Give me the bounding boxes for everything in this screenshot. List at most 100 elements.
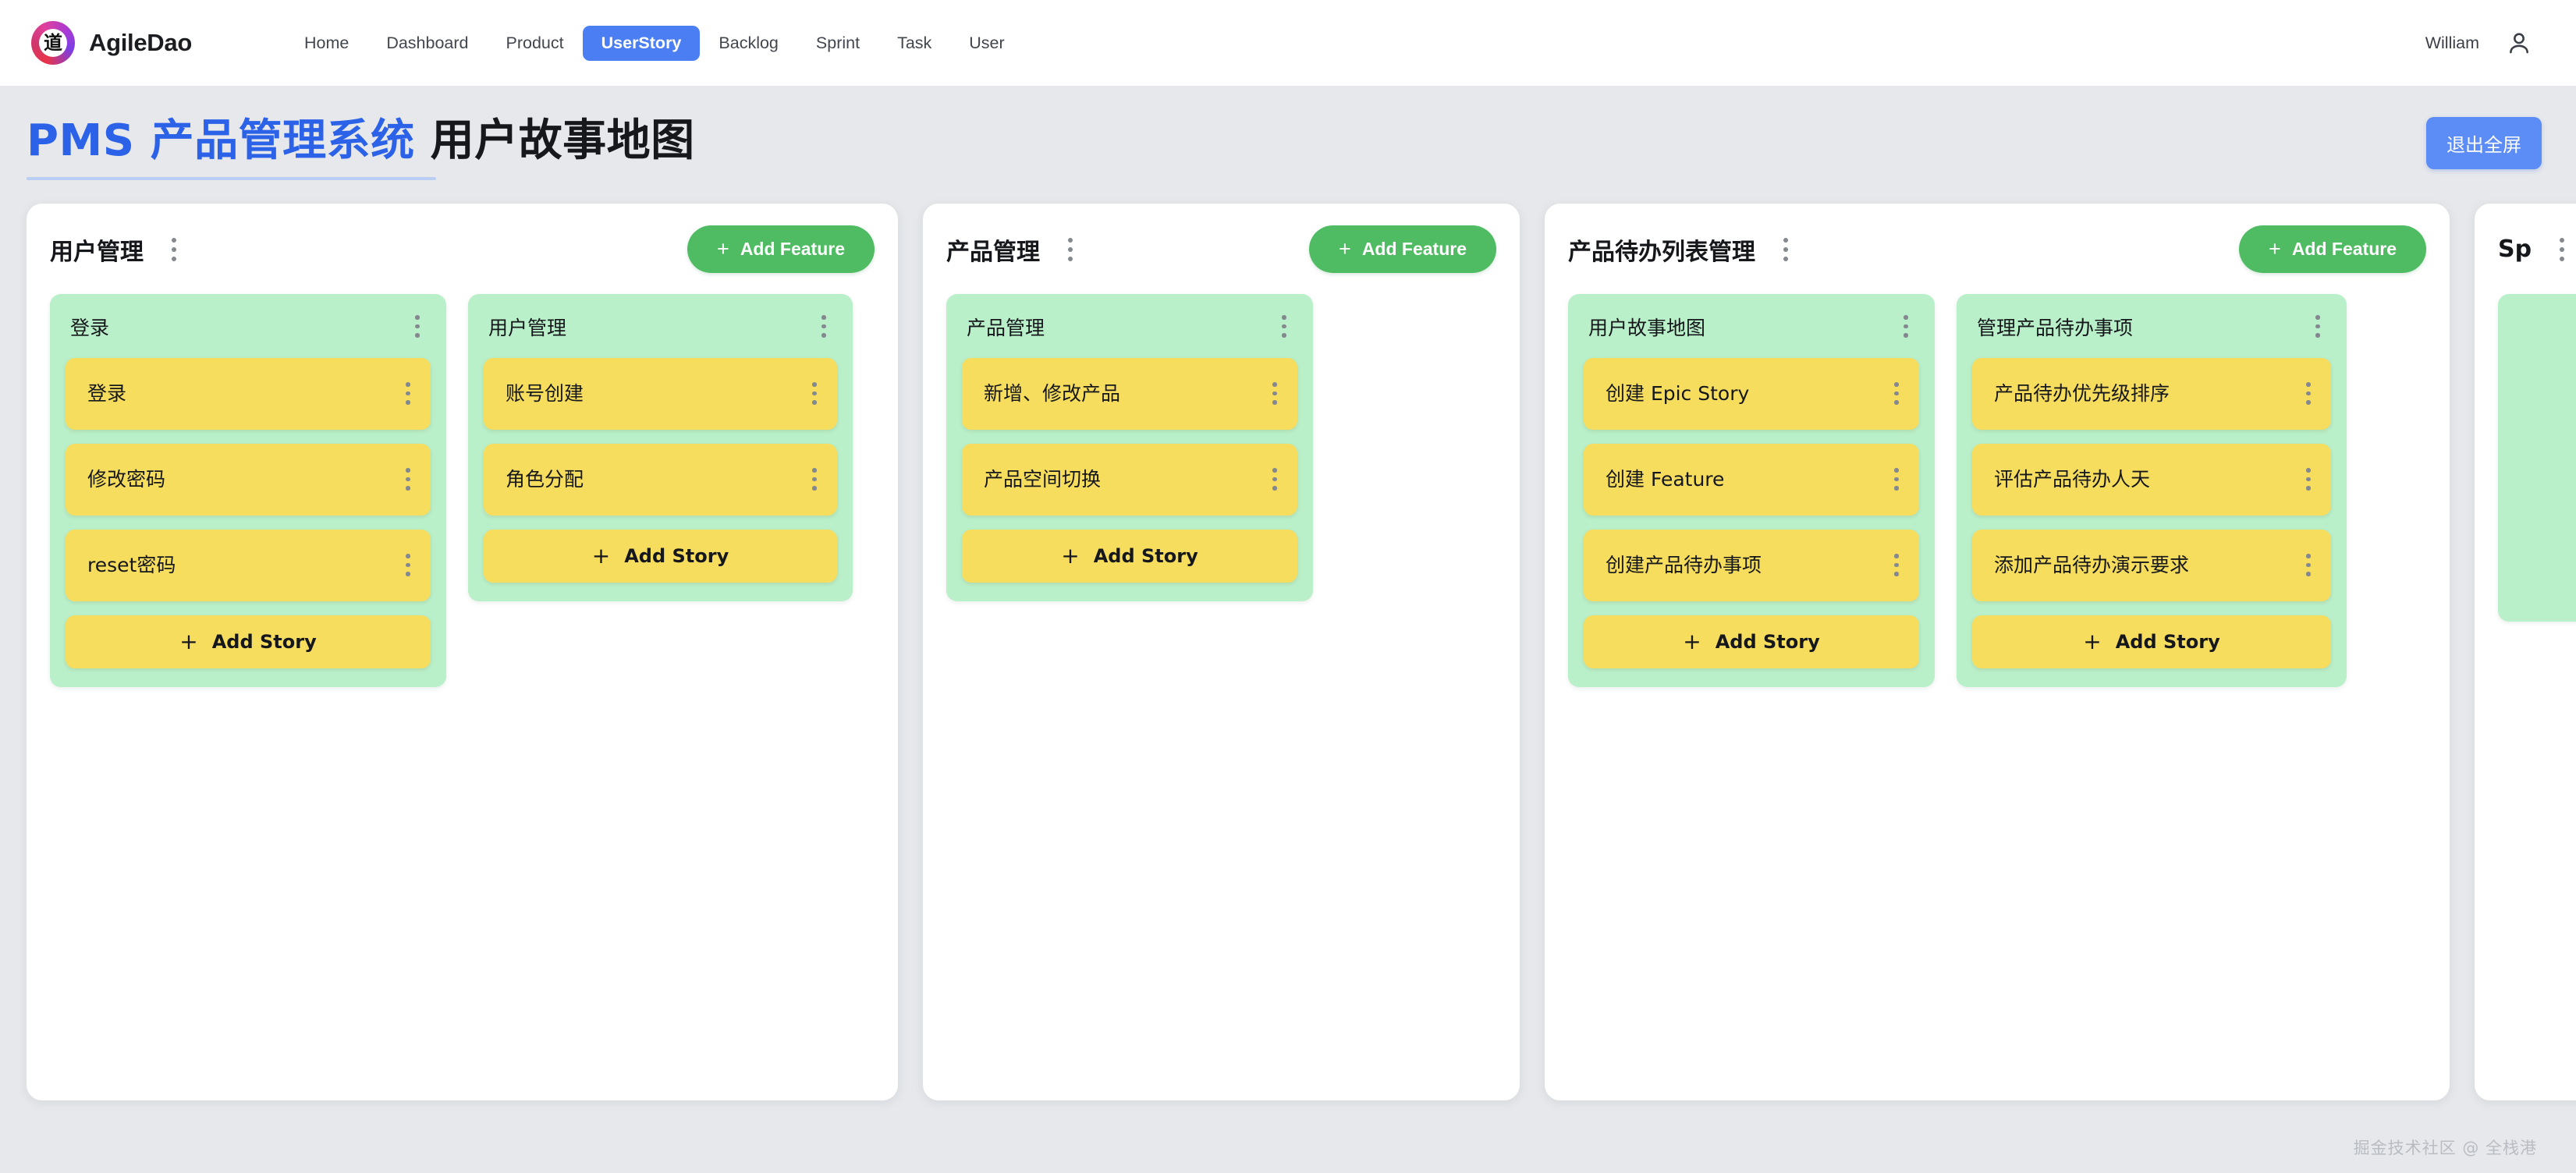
story-title: 产品待办优先级排序 — [1994, 381, 2170, 405]
feature-header: 管理产品待办事项 — [1972, 311, 2331, 342]
story-menu-icon[interactable] — [398, 464, 418, 495]
story-title: 登录 — [87, 381, 127, 405]
story-menu-icon[interactable] — [804, 378, 825, 409]
story-menu-icon[interactable] — [398, 378, 418, 409]
feature-menu-icon[interactable] — [407, 311, 428, 342]
feature-card — [2498, 293, 2576, 622]
epic-column: 产品管理 + Add Feature 产品管理 新增、修改产品 — [923, 203, 1520, 1100]
story-menu-icon[interactable] — [1886, 464, 1907, 495]
feature-title: 用户故事地图 — [1588, 316, 1706, 339]
user-avatar-icon[interactable] — [2506, 30, 2532, 56]
story-menu-icon[interactable] — [804, 464, 825, 495]
story-title: 新增、修改产品 — [984, 381, 1121, 405]
add-story-button[interactable]: + Add Story — [484, 529, 837, 583]
story-card[interactable]: 账号创建 — [484, 357, 837, 430]
nav-item-user[interactable]: User — [969, 33, 1005, 52]
plus-icon: + — [1683, 628, 1701, 654]
brand-logo[interactable]: 道 AgileDao — [31, 21, 192, 65]
feature-card: 登录 登录 修改密码 reset密码 — [50, 293, 446, 687]
epic-title: 产品待办列表管理 — [1568, 238, 1755, 266]
story-card[interactable]: 创建 Feature — [1584, 443, 1919, 516]
story-title: reset密码 — [87, 553, 176, 576]
epic-column: Sp + Add Feature — [2475, 203, 2576, 1100]
story-menu-icon[interactable] — [1886, 378, 1907, 409]
user-name-label: William — [2425, 33, 2479, 52]
feature-title: 用户管理 — [488, 316, 567, 339]
nav-item-home[interactable]: Home — [303, 33, 349, 52]
feature-title: 产品管理 — [967, 316, 1045, 339]
add-story-button[interactable]: + Add Story — [1584, 615, 1919, 668]
page-title-underline — [27, 176, 436, 180]
plus-icon: + — [591, 542, 611, 569]
story-list: 创建 Epic Story 创建 Feature 创建产品待办事项 + Add … — [1584, 357, 1919, 668]
epic-menu-icon[interactable] — [2552, 234, 2572, 265]
feature-row: 登录 登录 修改密码 reset密码 — [50, 293, 875, 687]
feature-menu-icon[interactable] — [1274, 311, 1294, 342]
plus-icon: + — [1061, 542, 1080, 569]
story-menu-icon[interactable] — [398, 550, 418, 581]
epic-title: 产品管理 — [946, 238, 1040, 266]
feature-menu-icon[interactable] — [1896, 311, 1916, 342]
story-list: 产品待办优先级排序 评估产品待办人天 添加产品待办演示要求 + Add Stor… — [1972, 357, 2331, 668]
epic-menu-icon[interactable] — [1060, 234, 1080, 265]
story-title: 评估产品待办人天 — [1994, 467, 2151, 491]
story-menu-icon[interactable] — [1886, 550, 1907, 581]
epic-menu-icon[interactable] — [164, 234, 184, 265]
story-title: 添加产品待办演示要求 — [1994, 553, 2190, 576]
story-card[interactable]: 修改密码 — [66, 443, 431, 516]
story-card[interactable]: 创建 Epic Story — [1584, 357, 1919, 430]
story-list: 账号创建 角色分配 + Add Story — [484, 357, 837, 583]
feature-header: 用户故事地图 — [1584, 311, 1919, 342]
add-feature-button[interactable]: + Add Feature — [2239, 225, 2426, 274]
nav-item-sprint[interactable]: Sprint — [815, 33, 860, 52]
epic-header: 用户管理 + Add Feature — [50, 225, 875, 274]
add-feature-label: Add Feature — [2291, 239, 2397, 260]
nav-item-product[interactable]: Product — [506, 33, 564, 52]
feature-row — [2498, 293, 2576, 622]
add-feature-button[interactable]: + Add Feature — [1309, 225, 1496, 274]
feature-card: 用户故事地图 创建 Epic Story 创建 Feature 创建产品待办事项 — [1568, 293, 1935, 687]
story-card[interactable]: 添加产品待办演示要求 — [1972, 529, 2331, 601]
add-story-button[interactable]: + Add Story — [1972, 615, 2331, 668]
story-menu-icon[interactable] — [1265, 378, 1285, 409]
story-menu-icon[interactable] — [2298, 550, 2319, 581]
epic-menu-icon[interactable] — [1776, 234, 1796, 265]
epic-title: 用户管理 — [50, 238, 144, 266]
feature-header: 产品管理 — [962, 311, 1297, 342]
story-card[interactable]: 产品待办优先级排序 — [1972, 357, 2331, 430]
plus-icon: + — [2269, 237, 2281, 261]
page-title-wrap: PMS 产品管理系统 用户故事地图 — [27, 115, 695, 180]
add-feature-button[interactable]: + Add Feature — [687, 225, 875, 274]
add-story-button[interactable]: + Add Story — [962, 529, 1297, 583]
feature-menu-icon[interactable] — [2308, 311, 2328, 342]
story-card[interactable]: 角色分配 — [484, 443, 837, 516]
story-card[interactable]: 产品空间切换 — [962, 443, 1297, 516]
add-story-button[interactable]: + Add Story — [66, 615, 431, 668]
story-menu-icon[interactable] — [2298, 378, 2319, 409]
watermark: 掘金技术社区 @ 全栈港 — [2353, 1139, 2537, 1157]
epic-header: Sp + Add Feature — [2498, 225, 2576, 274]
logo-glyph: 道 — [44, 32, 62, 54]
nav-item-backlog[interactable]: Backlog — [719, 33, 779, 52]
feature-header: 登录 — [66, 311, 431, 342]
page-title: PMS 产品管理系统 用户故事地图 — [27, 115, 695, 166]
story-card[interactable]: 新增、修改产品 — [962, 357, 1297, 430]
exit-fullscreen-button[interactable]: 退出全屏 — [2426, 117, 2542, 169]
story-menu-icon[interactable] — [2298, 464, 2319, 495]
story-card[interactable]: 登录 — [66, 357, 431, 430]
plus-icon: + — [2083, 628, 2102, 654]
story-card[interactable]: reset密码 — [66, 529, 431, 601]
feature-card: 用户管理 账号创建 角色分配 + Add Story — [468, 293, 853, 601]
story-title: 产品空间切换 — [984, 467, 1102, 491]
page-title-product: PMS 产品管理系统 — [27, 115, 415, 166]
story-menu-icon[interactable] — [1265, 464, 1285, 495]
feature-menu-icon[interactable] — [814, 311, 834, 342]
story-map-board: 用户管理 + Add Feature 登录 登录 修改 — [0, 203, 2576, 1100]
add-story-label: Add Story — [2115, 630, 2220, 653]
nav-item-userstory[interactable]: UserStory — [582, 25, 701, 61]
feature-row: 用户故事地图 创建 Epic Story 创建 Feature 创建产品待办事项 — [1568, 293, 2426, 687]
story-card[interactable]: 创建产品待办事项 — [1584, 529, 1919, 601]
nav-item-task[interactable]: Task — [897, 33, 932, 52]
story-card[interactable]: 评估产品待办人天 — [1972, 443, 2331, 516]
nav-item-dashboard[interactable]: Dashboard — [386, 33, 469, 52]
